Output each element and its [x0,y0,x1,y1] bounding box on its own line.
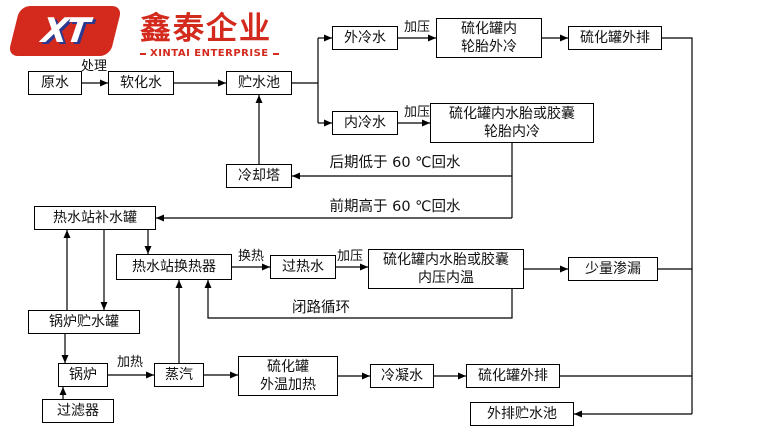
logo-monogram: XT [39,11,91,51]
node-hws-makeup-tank: 热水站补水罐 [34,206,156,230]
node-boiler-storage-tank: 锅炉贮水罐 [28,310,140,334]
node-raw-water: 原水 [28,71,82,95]
edge-label-heating: 加热 [116,355,143,370]
node-boiler: 锅炉 [58,363,108,387]
edge-label-pressurize-3: 加压 [336,249,363,264]
node-tank-discharge-top: 硫化罐外排 [568,26,662,50]
edge-label-pressurize-2: 加压 [403,105,430,120]
company-name-en-row: XINTAI ENTERPRISE [140,48,279,59]
brand-rule-left [140,52,146,55]
node-superheated-water: 过热水 [270,255,336,279]
edge-label-pressurize-1: 加压 [403,20,430,35]
edge-label-heat-exchange: 换热 [237,249,264,264]
edge-label-late-return: 后期低于 60 ℃回水 [329,155,461,171]
edge-closed-loop-return [204,280,513,319]
logo: XT 鑫泰企业 XINTAI ENTERPRISE [0,0,290,70]
node-tank-ext-heating: 硫化罐 外温加热 [238,356,338,396]
node-condensate-water: 冷凝水 [370,364,434,388]
node-minor-leakage: 少量渗漏 [568,257,658,281]
edge-label-early-return: 前期高于 60 ℃回水 [329,199,461,215]
node-tank-tire-ext-cooling: 硫化罐内 轮胎外冷 [436,18,542,58]
node-cooling-tower: 冷却塔 [226,164,292,188]
node-hws-heat-exchanger: 热水站换热器 [116,254,232,280]
node-ext-cooling-water: 外冷水 [332,26,398,50]
brand-rule-right [272,52,279,55]
node-storage-pool: 贮水池 [226,71,292,95]
node-tank-discharge-bottom: 硫化罐外排 [466,364,560,388]
node-tank-bladder-pressure-temp: 硫化罐内水胎或胶囊 内压内温 [368,249,524,289]
node-int-cooling-water: 内冷水 [332,111,398,135]
node-filter: 过滤器 [42,399,114,423]
edge-label-treat: 处理 [80,59,107,74]
edge-label-closed-loop: 闭路循环 [292,300,350,316]
company-name-en: XINTAI ENTERPRISE [150,48,269,59]
line-right-rail [662,37,693,414]
node-tank-bladder-int-cooling: 硫化罐内水胎或胶囊 轮胎内冷 [430,103,594,143]
company-name-cn: 鑫泰企业 [140,11,272,47]
logo-xt-emblem: XT [7,6,123,56]
node-discharge-pool: 外排贮水池 [470,402,574,426]
node-steam: 蒸汽 [154,363,204,387]
node-softened-water: 软化水 [108,71,174,95]
